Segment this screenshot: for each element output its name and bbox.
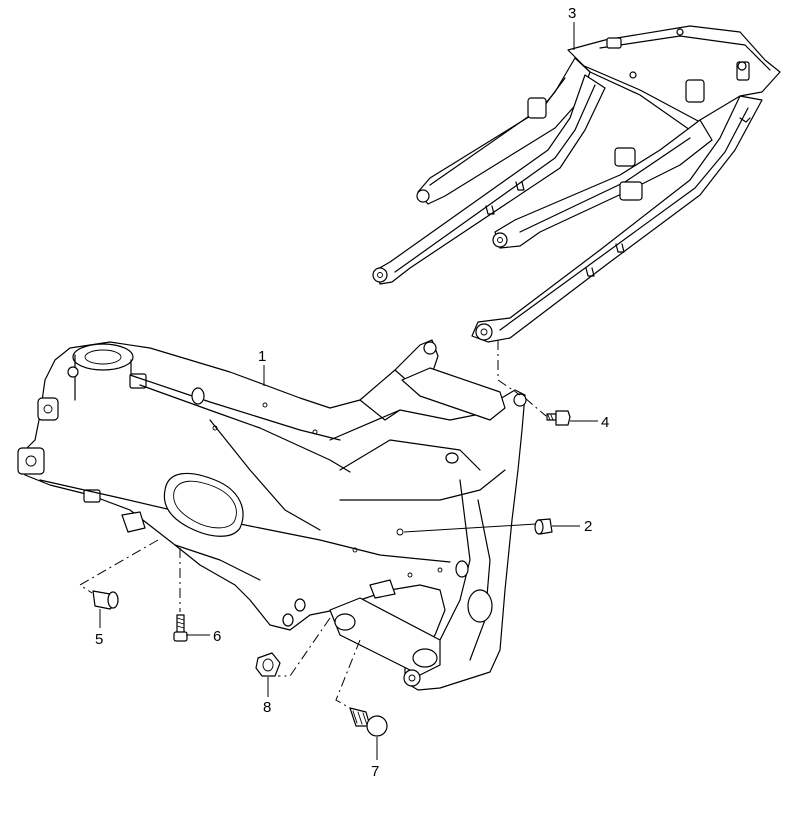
callout-4: 4 — [601, 414, 609, 431]
leader-lines — [79, 22, 598, 760]
callout-3: 3 — [568, 5, 576, 22]
callout-6: 6 — [213, 628, 221, 645]
main-frame — [17, 339, 527, 691]
callout-1: 1 — [258, 348, 266, 365]
nut — [255, 652, 281, 677]
callout-5: 5 — [95, 631, 103, 648]
cap — [534, 518, 553, 535]
bolt-7 — [349, 707, 388, 737]
callout-7: 7 — [371, 763, 379, 780]
bolt-6 — [173, 614, 188, 642]
callout-2: 2 — [584, 518, 592, 535]
callout-labels: 1 2 3 4 5 6 7 8 — [95, 5, 609, 780]
seat-rail-frame — [372, 25, 781, 343]
callout-8: 8 — [263, 699, 271, 716]
bushing — [92, 590, 119, 610]
bolt-4 — [546, 410, 571, 426]
